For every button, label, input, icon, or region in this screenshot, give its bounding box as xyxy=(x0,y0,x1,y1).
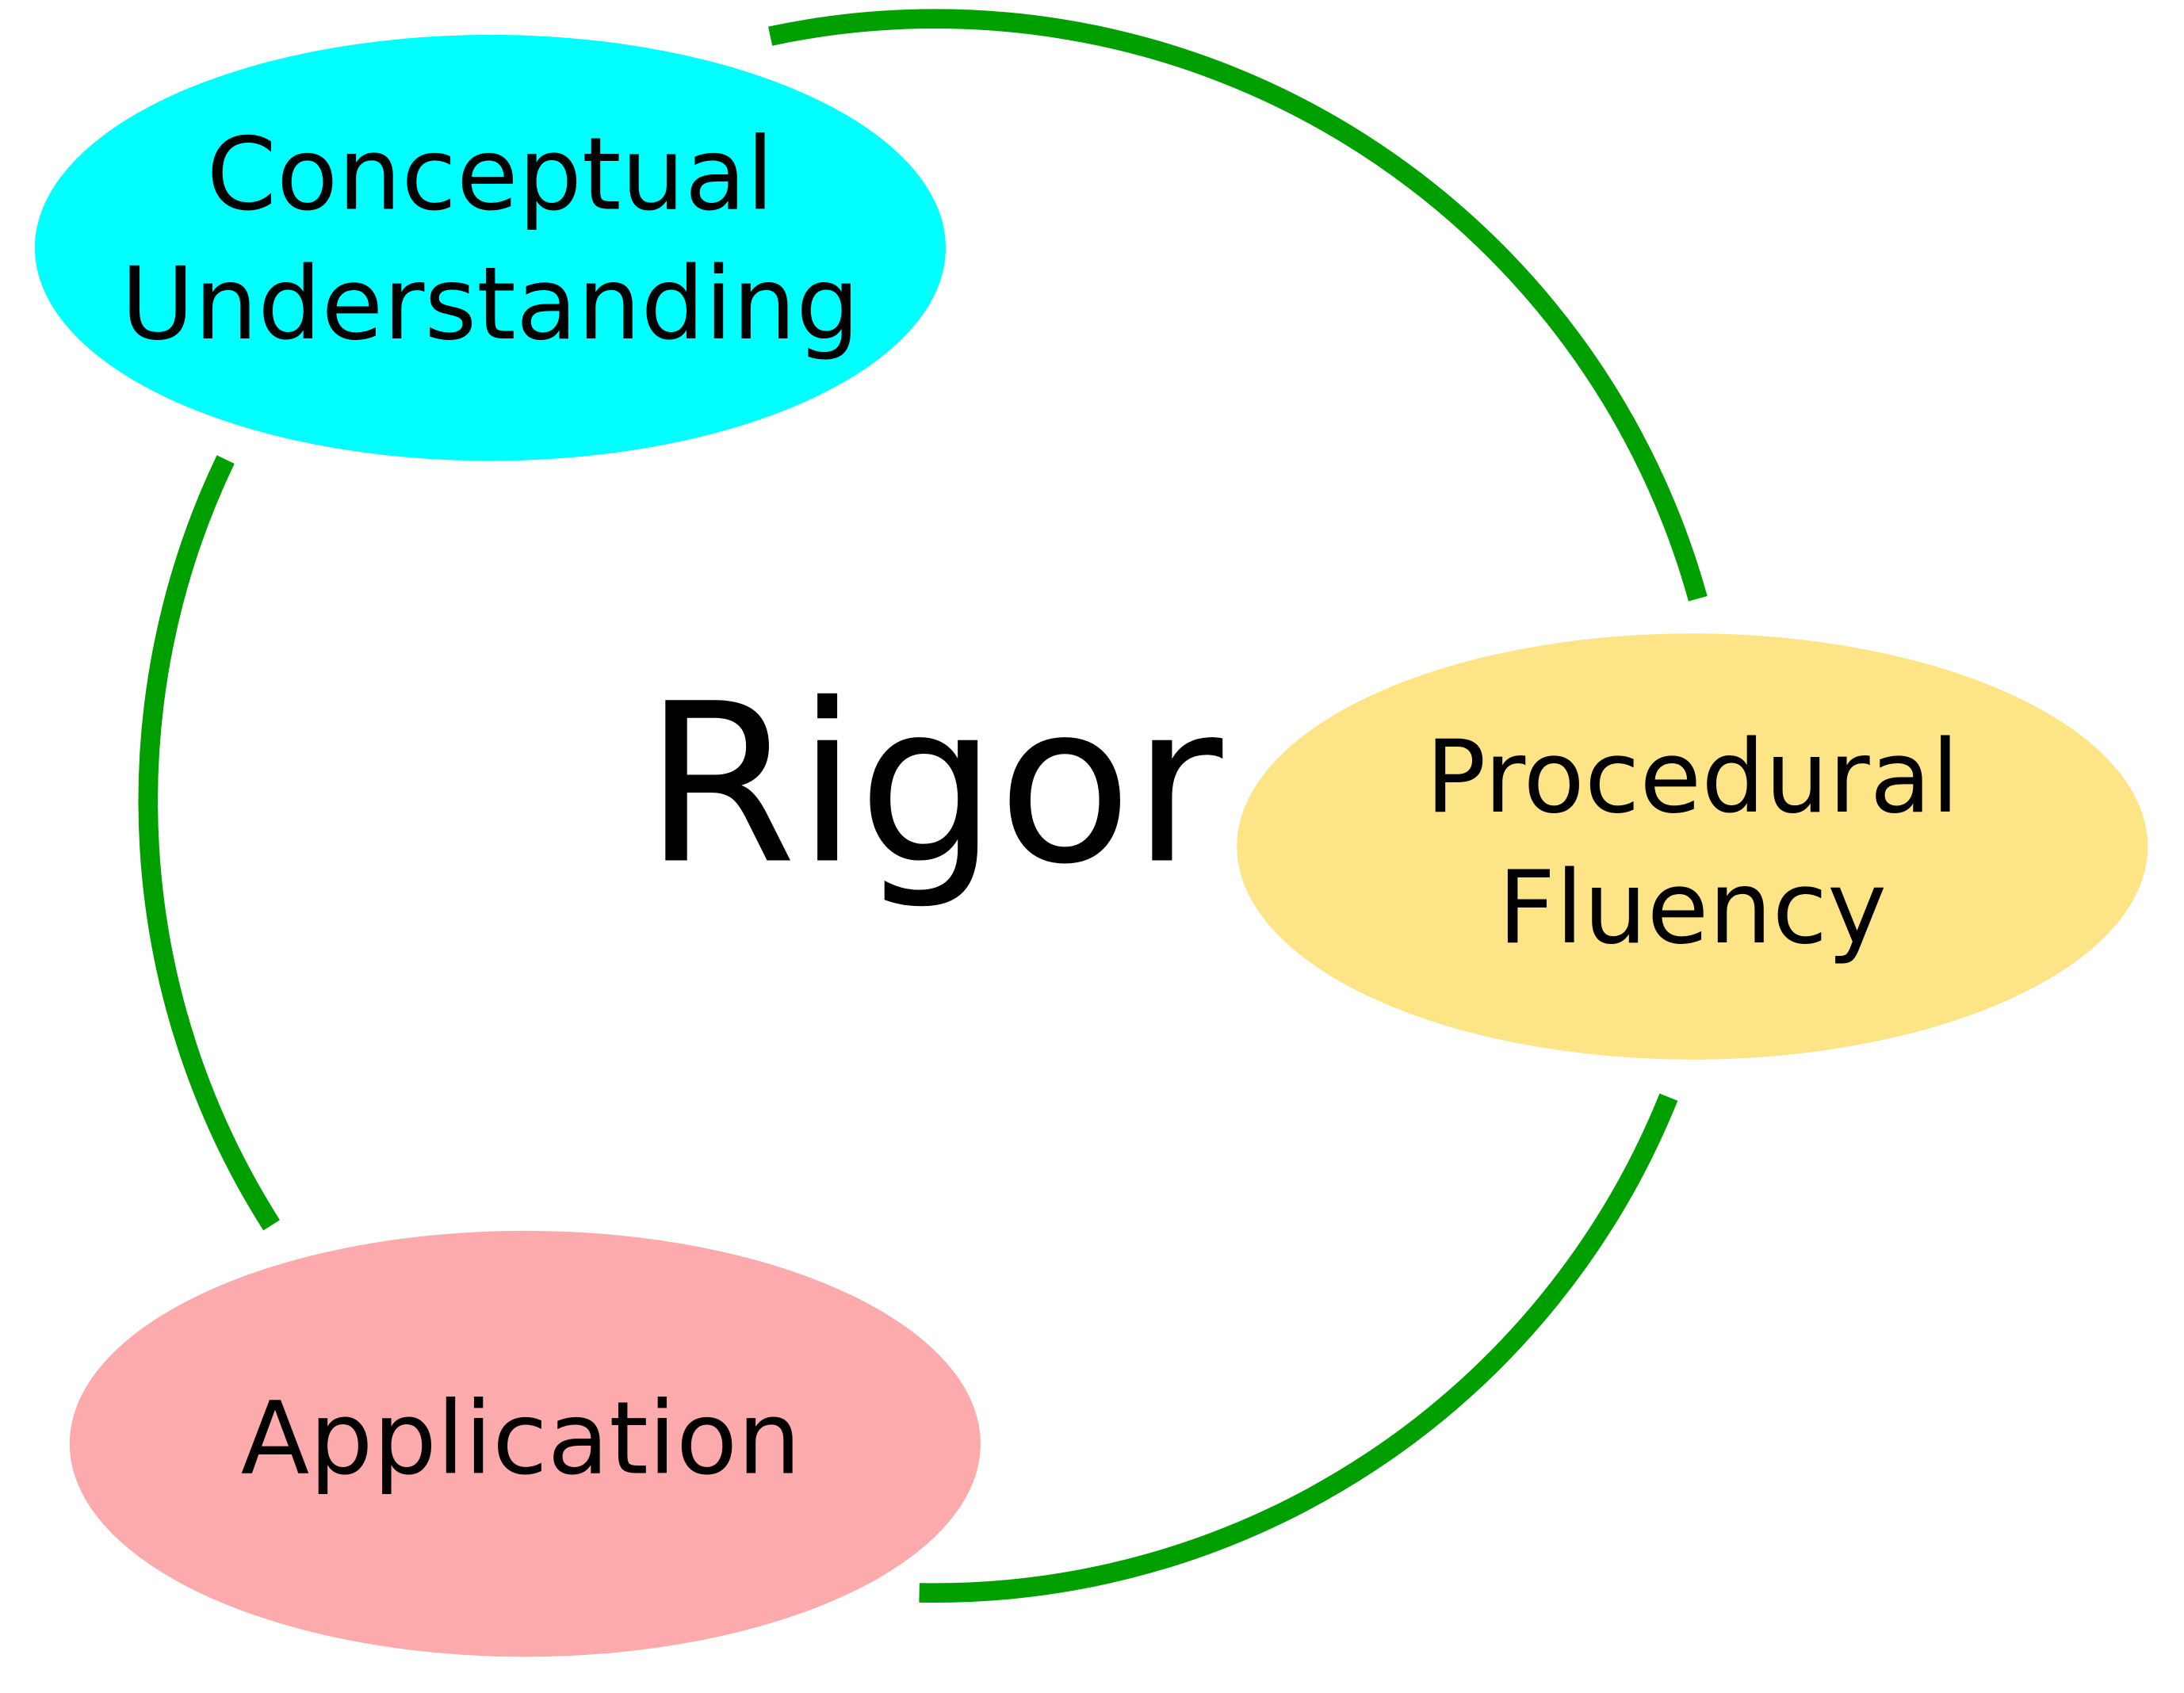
ellipse-application xyxy=(69,1230,981,1657)
arc-procedural-to-application xyxy=(919,1093,1678,1603)
label-conceptual-line2: Understanding xyxy=(121,246,860,362)
arc-application-to-conceptual xyxy=(138,455,281,1231)
label-conceptual-line1: Conceptual xyxy=(207,117,775,233)
node-application: Application xyxy=(69,1230,981,1657)
ellipse-conceptual xyxy=(34,34,947,461)
ellipse-procedural xyxy=(1237,633,2148,1060)
node-procedural-fluency: Procedural Fluency xyxy=(1237,633,2148,1060)
label-application: Application xyxy=(241,1380,801,1496)
label-procedural-line1: Procedural xyxy=(1425,719,1959,835)
arc-conceptual-to-procedural xyxy=(768,9,1708,602)
label-procedural-line2: Fluency xyxy=(1498,850,1887,966)
node-conceptual-understanding: Conceptual Understanding xyxy=(34,34,947,461)
center-label-rigor: Rigor xyxy=(644,657,1225,913)
